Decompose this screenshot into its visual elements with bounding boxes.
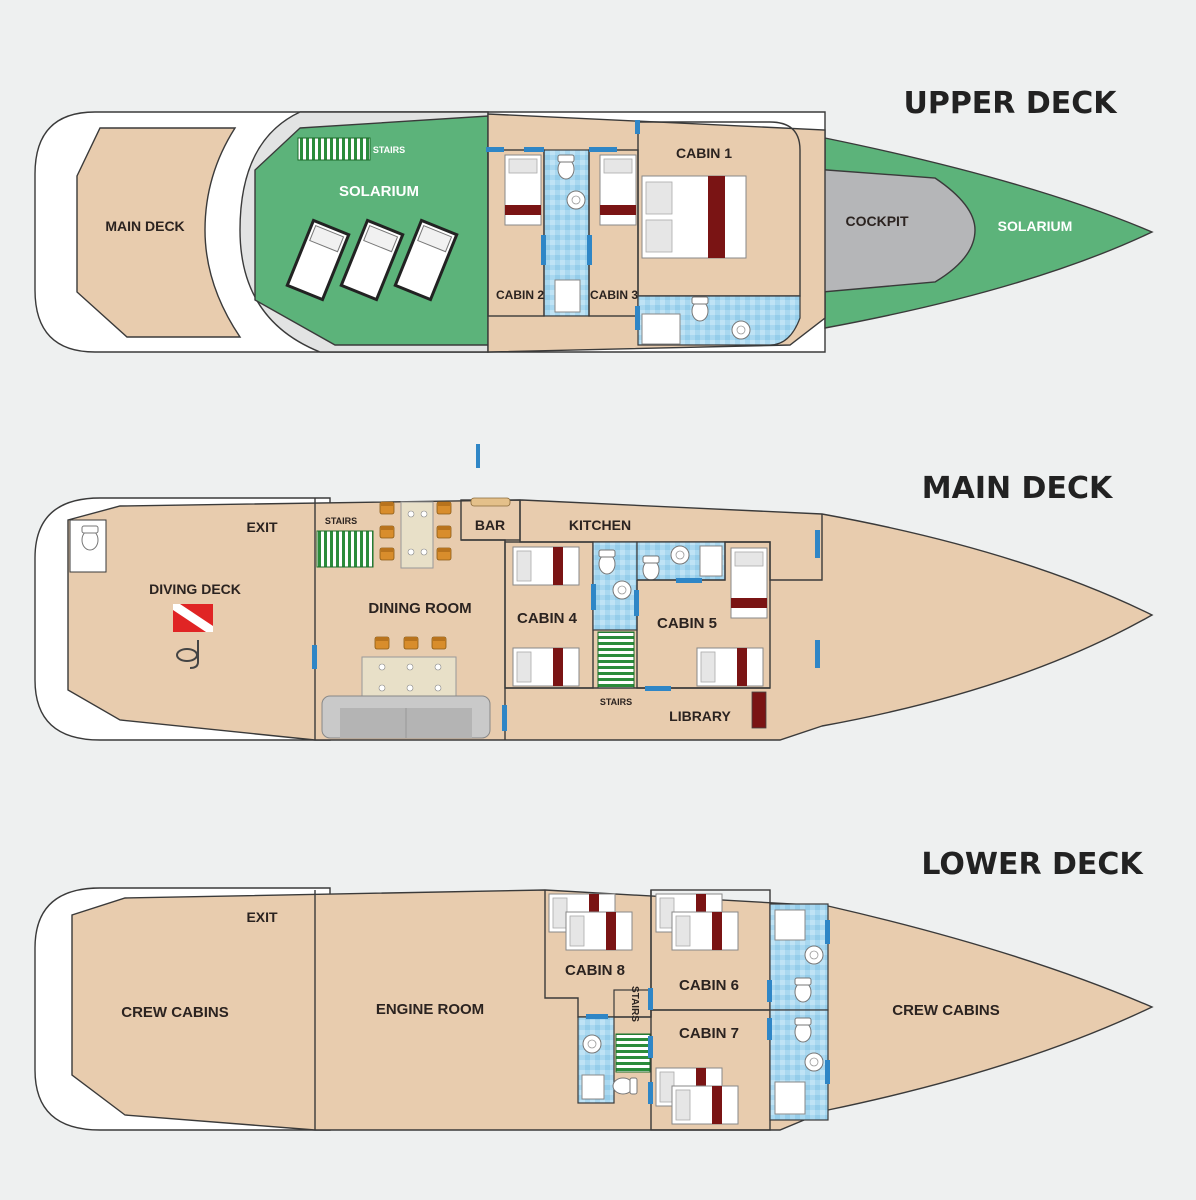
diving-deck-label: DIVING DECK xyxy=(149,581,241,597)
bookshelf-icon xyxy=(751,691,767,729)
chair-icon xyxy=(379,525,395,539)
cabin2-room xyxy=(487,149,545,317)
upper-deck: UPPER DECK COCKPIT SOLARIUM MAIN DECK ST… xyxy=(34,86,1154,353)
door-marker xyxy=(476,444,480,468)
bed-icon xyxy=(671,911,739,951)
toilet-icon xyxy=(642,555,660,581)
solarium-fwd-label: SOLARIUM xyxy=(998,218,1073,234)
chair-icon xyxy=(379,547,395,561)
lower-deck-floor xyxy=(71,889,1154,1131)
main-deck: MAIN DECK EXIT DIVING DECK STAIRS xyxy=(34,444,1154,741)
dining-stairs-label: STAIRS xyxy=(325,516,357,526)
lower-stairs-label: STAIRS xyxy=(629,986,640,1022)
shower-icon xyxy=(774,909,806,941)
pillow-icon xyxy=(645,181,673,215)
dive-flag-icon xyxy=(173,604,213,632)
lower-doors xyxy=(586,920,830,1104)
cabin3-label: CABIN 3 xyxy=(590,288,638,302)
bar-label: BAR xyxy=(475,517,505,533)
main-doors xyxy=(591,578,820,691)
solarium-aft-label: SOLARIUM xyxy=(339,183,419,200)
toilet-icon xyxy=(81,525,99,551)
snorkel-mask-icon xyxy=(176,640,199,669)
lower-exit-label: EXIT xyxy=(246,909,278,925)
upper-deck-title: UPPER DECK xyxy=(903,86,1118,121)
dining-stairs-icon xyxy=(316,530,374,568)
main-deck-title: MAIN DECK xyxy=(922,471,1114,506)
cabin8-label: CABIN 8 xyxy=(565,962,625,979)
bar-counter-icon xyxy=(470,497,511,507)
bed-icon xyxy=(696,647,764,687)
chair-icon xyxy=(403,636,419,650)
shower-icon xyxy=(641,313,681,345)
chair-icon xyxy=(431,636,447,650)
blanket-icon xyxy=(708,176,725,258)
lower-deck: LOWER DECK EXIT CREW CABINS ENGINE ROOM … xyxy=(34,847,1154,1131)
cabin1-room xyxy=(637,121,801,297)
main-deck-label: MAIN DECK xyxy=(105,218,184,234)
door-icon xyxy=(312,645,317,669)
cockpit-area xyxy=(799,167,976,295)
kitchen-label: KITCHEN xyxy=(569,517,631,533)
main-exit-label: EXIT xyxy=(246,519,278,535)
library-label: LIBRARY xyxy=(669,708,731,724)
crew-fwd-label: CREW CABINS xyxy=(892,1002,1000,1019)
chair-icon xyxy=(436,501,452,515)
toilet-icon xyxy=(794,977,812,1003)
sink-icon xyxy=(566,190,586,210)
bed-icon xyxy=(504,154,542,226)
main-stairs-icon xyxy=(597,631,635,689)
toilet-icon xyxy=(612,1077,638,1095)
chair-icon xyxy=(436,525,452,539)
cockpit-label: COCKPIT xyxy=(846,213,909,229)
upper-stairs-icon xyxy=(297,137,371,161)
upper-doors xyxy=(486,120,640,330)
door-icon xyxy=(815,530,820,558)
cabin5-label: CABIN 5 xyxy=(657,615,717,632)
chair-icon xyxy=(374,636,390,650)
cabin2-label: CABIN 2 xyxy=(496,288,544,302)
lower-stairs-icon xyxy=(615,1033,651,1073)
sink-icon xyxy=(804,945,824,965)
cabin1-label: CABIN 1 xyxy=(676,145,732,161)
shower-icon xyxy=(554,279,581,313)
sink-icon xyxy=(804,1052,824,1072)
main-stairs-label: STAIRS xyxy=(600,697,632,707)
door-icon xyxy=(502,705,507,731)
shower-icon xyxy=(699,545,723,577)
toilet-icon xyxy=(557,154,575,180)
sofa-icon xyxy=(321,695,491,739)
place-setting-icons xyxy=(378,663,442,692)
dining-room-label: DINING ROOM xyxy=(368,600,471,617)
upper-main-deck-area xyxy=(76,127,242,338)
toilet-icon xyxy=(691,296,709,322)
chair-icon xyxy=(436,547,452,561)
cabin4-label: CABIN 4 xyxy=(517,610,578,627)
place-setting-icons xyxy=(407,510,428,556)
upper-stairs-label: STAIRS xyxy=(373,145,405,155)
shower-icon xyxy=(581,1074,605,1100)
engine-room-label: ENGINE ROOM xyxy=(376,1001,484,1018)
toilet-icon xyxy=(794,1017,812,1043)
bed-icon xyxy=(730,547,768,619)
bed-icon xyxy=(599,154,637,226)
cabin7-label: CABIN 7 xyxy=(679,1025,739,1042)
toilet-icon xyxy=(598,549,616,575)
chair-icon xyxy=(379,501,395,515)
cabin6-label: CABIN 6 xyxy=(679,977,739,994)
bed-icon xyxy=(512,647,580,687)
crew-aft-label: CREW CABINS xyxy=(121,1004,229,1021)
shower-icon xyxy=(774,1081,806,1115)
sink-icon xyxy=(582,1034,602,1054)
dining-table-icon xyxy=(400,501,434,569)
sink-icon xyxy=(670,545,690,565)
bed-icon xyxy=(565,911,633,951)
lower-deck-title: LOWER DECK xyxy=(921,847,1144,882)
sink-icon xyxy=(731,320,751,340)
bed-icon xyxy=(671,1085,739,1125)
sink-icon xyxy=(612,580,632,600)
pillow-icon xyxy=(645,219,673,253)
bed-icon xyxy=(512,546,580,586)
